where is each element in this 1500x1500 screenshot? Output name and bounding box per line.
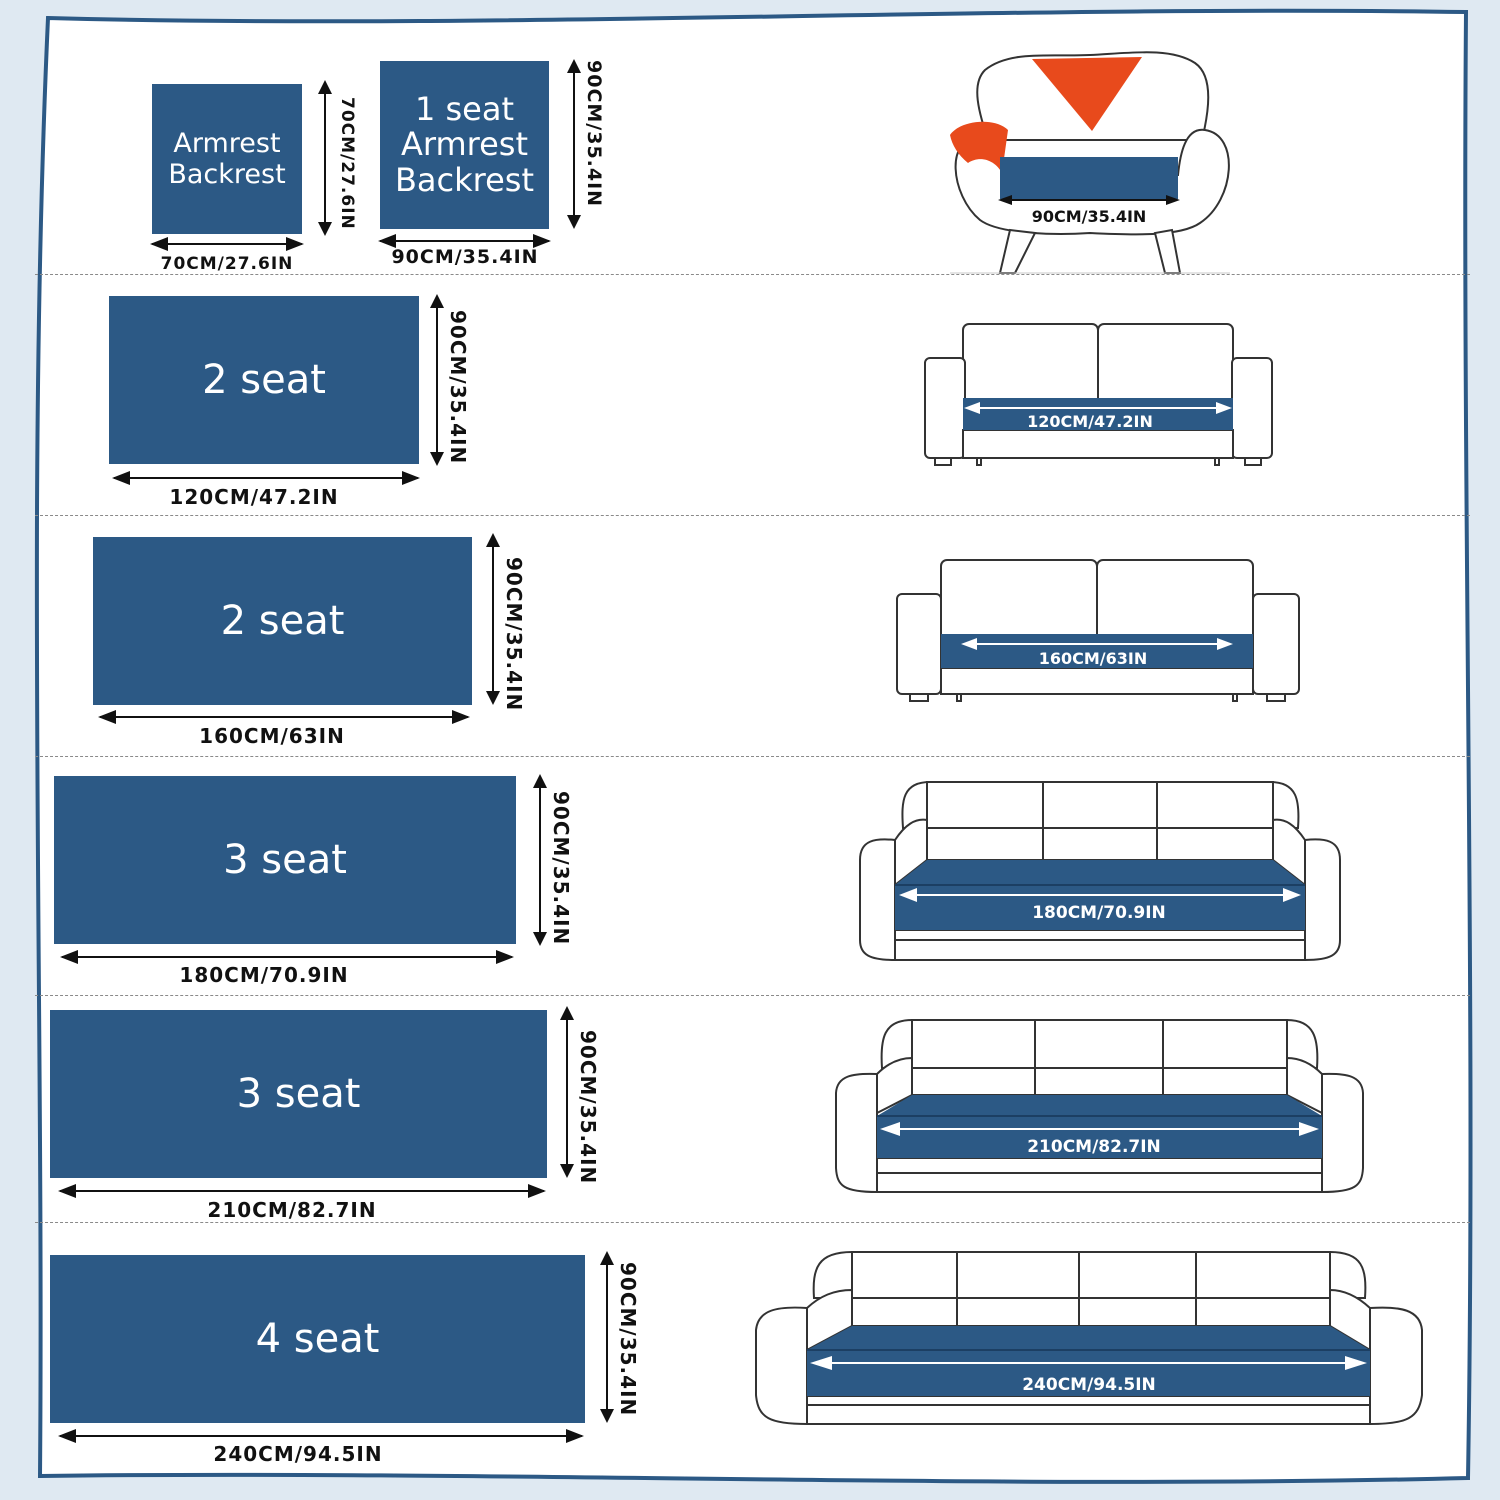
loveseat-icon: 160CM/63IN bbox=[896, 559, 1300, 702]
four-seat-sofa-icon: 240CM/94.5IN bbox=[755, 1251, 1423, 1426]
cover-label: 4 seat bbox=[255, 1316, 380, 1362]
width-arrow bbox=[150, 237, 304, 251]
throw-blanket bbox=[1032, 57, 1142, 131]
cover-1-seat: 1 seat Armrest Backrest bbox=[380, 61, 549, 229]
seat-dimension-label: 180CM/70.9IN bbox=[1032, 903, 1166, 923]
height-arrow bbox=[600, 1251, 614, 1423]
width-label: 90CM/35.4IN bbox=[391, 246, 539, 268]
armchair-icon: 90CM/35.4IN bbox=[950, 51, 1230, 274]
width-label: 210CM/82.7IN bbox=[207, 1198, 377, 1222]
width-label: 160CM/63IN bbox=[199, 724, 345, 748]
row-divider bbox=[35, 515, 1470, 516]
width-arrow bbox=[60, 950, 514, 964]
height-label: 90CM/35.4IN bbox=[576, 1030, 600, 1185]
width-label: 70CM/27.6IN bbox=[160, 254, 294, 274]
width-arrow bbox=[98, 710, 470, 724]
cover-2-seat: 2 seat bbox=[109, 296, 419, 464]
cover-label: 3 seat bbox=[223, 837, 347, 883]
cover-label: 2 seat bbox=[220, 598, 345, 644]
cover-3-seat: 3 seat bbox=[50, 1010, 547, 1178]
height-arrow bbox=[486, 533, 500, 705]
cover-3-seat: 3 seat bbox=[54, 776, 516, 944]
row-divider bbox=[35, 756, 1470, 757]
row-divider bbox=[35, 1222, 1470, 1223]
width-arrow bbox=[58, 1429, 584, 1443]
seat-cover bbox=[807, 1326, 1370, 1396]
height-label: 70CM/27.6IN bbox=[337, 97, 357, 230]
cover-4-seat: 4 seat bbox=[50, 1255, 585, 1423]
height-label: 90CM/35.4IN bbox=[446, 310, 470, 465]
width-label: 180CM/70.9IN bbox=[179, 963, 349, 987]
seat-dimension-label: 90CM/35.4IN bbox=[1032, 207, 1147, 226]
three-seat-sofa-icon: 210CM/82.7IN bbox=[835, 1019, 1364, 1194]
cover-label: 3 seat bbox=[236, 1071, 361, 1117]
cover-2-seat: 2 seat bbox=[93, 537, 472, 705]
width-arrow bbox=[112, 471, 420, 485]
width-label: 120CM/47.2IN bbox=[169, 485, 339, 509]
width-arrow bbox=[58, 1184, 546, 1198]
armrest-throw bbox=[950, 121, 1008, 173]
height-arrow bbox=[533, 774, 547, 946]
seat-cover bbox=[1000, 157, 1178, 199]
seat-cover bbox=[941, 634, 1253, 668]
seat-dimension-label: 210CM/82.7IN bbox=[1027, 1137, 1161, 1157]
cover-armrest-backrest: Armrest Backrest bbox=[152, 84, 302, 234]
height-label: 90CM/35.4IN bbox=[616, 1262, 640, 1417]
height-arrow bbox=[430, 294, 444, 466]
three-seat-sofa-icon: 180CM/70.9IN bbox=[859, 781, 1341, 962]
row-divider bbox=[35, 995, 1470, 996]
cover-label: 2 seat bbox=[202, 357, 326, 403]
seat-dimension-label: 160CM/63IN bbox=[1039, 649, 1148, 668]
seat-cover bbox=[963, 398, 1233, 430]
seat-cover bbox=[877, 1095, 1322, 1158]
width-label: 240CM/94.5IN bbox=[213, 1442, 383, 1466]
cover-label: 1 seat Armrest Backrest bbox=[394, 90, 535, 199]
row-divider bbox=[35, 274, 1470, 275]
height-label: 90CM/35.4IN bbox=[549, 791, 573, 946]
seat-dimension-label: 120CM/47.2IN bbox=[1027, 412, 1153, 431]
seat-dimension-label: 240CM/94.5IN bbox=[1022, 1375, 1156, 1395]
loveseat-icon: 120CM/47.2IN bbox=[924, 323, 1273, 466]
cover-label: Armrest Backrest bbox=[168, 127, 286, 190]
height-arrow bbox=[567, 59, 581, 229]
height-label: 90CM/35.4IN bbox=[502, 557, 526, 712]
width-arrow bbox=[378, 234, 551, 248]
height-arrow bbox=[318, 80, 332, 236]
height-label: 90CM/35.4IN bbox=[583, 60, 605, 208]
height-arrow bbox=[560, 1006, 574, 1178]
